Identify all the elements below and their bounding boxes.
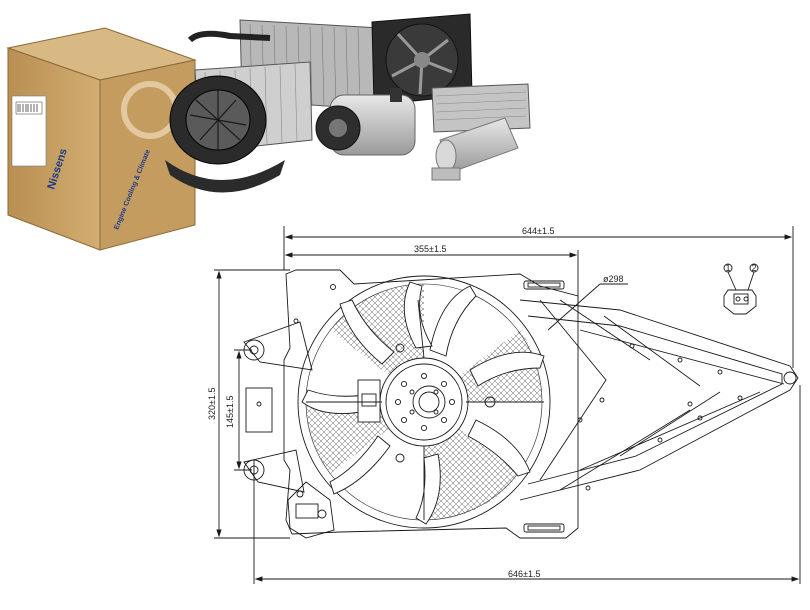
dim-height-label: 320±1.5 — [207, 388, 217, 420]
resistor-block — [245, 387, 273, 433]
connector-pin-1-label: 1 — [726, 263, 731, 273]
drier-photo — [431, 117, 519, 181]
shroud-outline — [283, 269, 579, 539]
hub-bolt-holes — [394, 372, 456, 432]
dimension-height — [214, 269, 290, 539]
packaging-box: Nissens Engine Cooling & Climate — [6, 27, 197, 251]
bottom-connector-housing — [287, 481, 335, 539]
fan-blades — [301, 281, 545, 525]
motor-connector — [357, 379, 381, 423]
dim-inner-height-label: 145±1.5 — [225, 396, 235, 428]
left-bracket-top — [243, 321, 313, 371]
label-plate-bottom — [523, 523, 565, 533]
dim-top-partial-label: 355±1.5 — [414, 244, 446, 254]
blower-motor-photo — [165, 75, 285, 193]
compressor-photo — [315, 88, 416, 156]
dimension-top-partial — [284, 250, 579, 300]
dimension-inner-height — [234, 349, 252, 471]
fan-diameter-label: ø298 — [603, 274, 624, 284]
cable-frame — [519, 299, 799, 501]
label-plate-top — [523, 280, 565, 290]
dimension-top-overall — [283, 226, 794, 368]
left-bracket-bottom — [243, 449, 305, 493]
dimension-bottom — [253, 385, 801, 584]
connector-plug-detail — [723, 263, 759, 315]
dim-bottom-label: 646±1.5 — [508, 569, 540, 579]
product-photo-collage: Nissens Engine Cooling & Climate — [6, 13, 531, 251]
fan-assembly — [297, 275, 551, 529]
connector-pin-2-label: 2 — [752, 263, 757, 273]
fan-shroud-photo — [371, 13, 473, 106]
dim-top-overall-label: 644±1.5 — [522, 226, 554, 236]
technical-drawing: 644±1.5 355±1.5 646±1.5 320±1.5 — [207, 226, 801, 584]
heater-core-photo — [431, 83, 531, 133]
